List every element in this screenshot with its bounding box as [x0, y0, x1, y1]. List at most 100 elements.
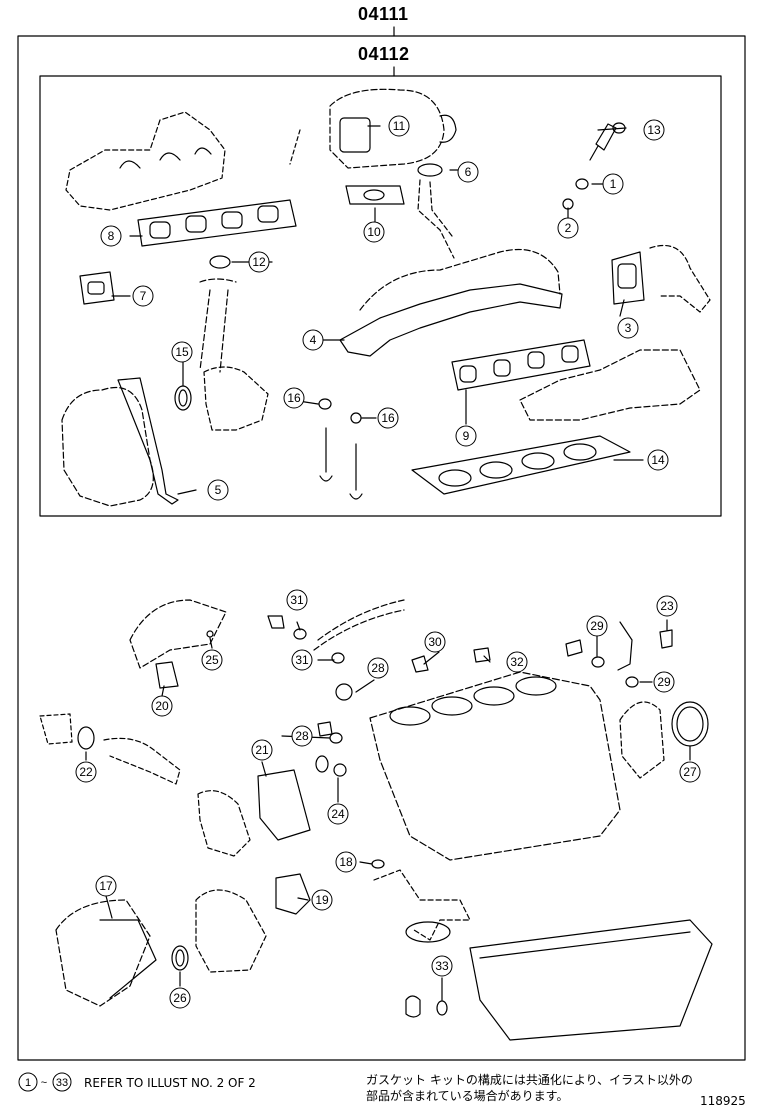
head-gasket-14-sketch — [411, 435, 631, 495]
callout-10: 10 — [363, 221, 385, 243]
jp-note-line2: 部品が含まれている場合があります。 — [366, 1089, 569, 1103]
oil-pickup-sketch — [373, 869, 471, 941]
illustration-number: 118925 — [700, 1094, 746, 1108]
oil-pan-sketch — [469, 919, 713, 1041]
callout-1: 1 — [602, 173, 624, 195]
gasket-10-sketch — [345, 185, 405, 205]
callout-32: 32 — [506, 651, 528, 673]
callout-23: 23 — [656, 595, 678, 617]
svg-text:3: 3 — [625, 321, 632, 335]
callout-5: 5 — [207, 479, 229, 501]
svg-text:26: 26 — [173, 991, 187, 1005]
water-pump-plate-sketch — [195, 889, 267, 973]
callout-4: 4 — [302, 329, 324, 351]
svg-text:32: 32 — [510, 655, 524, 669]
gasket-29a-sketch — [591, 656, 605, 668]
outer-kit-frame — [17, 35, 746, 1061]
svg-text:28: 28 — [371, 661, 385, 675]
intake-cover-sketch — [65, 111, 226, 211]
pipe-31-sketch — [313, 599, 405, 651]
gasket-6-sketch — [417, 163, 443, 177]
pipe-12-sketch — [199, 278, 237, 373]
svg-text:15: 15 — [175, 345, 189, 359]
callout-3: 3 — [617, 317, 639, 339]
lower-timing-cover-17-sketch — [55, 899, 151, 1007]
svg-text:33: 33 — [435, 959, 449, 973]
range-start: 1 — [25, 1077, 31, 1089]
callout-28a: 28 — [367, 657, 389, 679]
callout-30: 30 — [424, 631, 446, 653]
callout-31b: 31 — [291, 649, 313, 671]
inner-kit-code: 04112 — [358, 44, 410, 64]
flange-gasket-7-sketch — [79, 271, 115, 305]
svg-text:29: 29 — [590, 619, 604, 633]
rear-plate-sketch — [203, 366, 269, 431]
range-tilde: ~ — [41, 1077, 47, 1089]
callout-26: 26 — [169, 987, 191, 1009]
svg-text:22: 22 — [79, 765, 93, 779]
svg-text:28: 28 — [295, 729, 309, 743]
callout-24: 24 — [327, 803, 349, 825]
gasket-19-sketch — [275, 873, 311, 915]
callout-19: 19 — [311, 889, 333, 911]
refer-note: REFER TO ILLUST NO. 2 OF 2 — [84, 1076, 256, 1090]
jp-note-line1: ガスケット キットの構成には共通化により、イラスト以外の — [366, 1073, 693, 1087]
seal-1-sketch — [575, 178, 589, 190]
svg-text:1: 1 — [610, 177, 617, 191]
drain-plug-33-sketch — [405, 995, 421, 1018]
callout-15: 15 — [171, 341, 193, 363]
svg-text:7: 7 — [140, 289, 147, 303]
callout-2: 2 — [557, 217, 579, 239]
svg-text:31: 31 — [290, 593, 304, 607]
callout-20: 20 — [151, 695, 173, 717]
callout-16a: 16 — [283, 387, 305, 409]
callout-8: 8 — [100, 225, 122, 247]
callout-21: 21 — [251, 739, 273, 761]
injector-sketch — [589, 123, 617, 161]
svg-text:2: 2 — [565, 221, 572, 235]
svg-text:21: 21 — [255, 743, 269, 757]
gasket-31b-sketch — [331, 652, 345, 664]
svg-text:10: 10 — [367, 225, 381, 239]
timing-gasket-5-sketch — [117, 377, 179, 505]
svg-text:19: 19 — [315, 893, 329, 907]
callout-31a: 31 — [286, 589, 308, 611]
callout-9: 9 — [455, 425, 477, 447]
callout-27: 27 — [679, 761, 701, 783]
svg-text:17: 17 — [99, 879, 113, 893]
callout-28b: 28 — [291, 725, 313, 747]
svg-text:16: 16 — [287, 391, 301, 405]
oil-seal-26-sketch — [171, 945, 189, 971]
plug-23-sketch — [659, 629, 673, 649]
svg-text:27: 27 — [683, 765, 697, 779]
callout-14: 14 — [647, 449, 669, 471]
svg-text:25: 25 — [205, 653, 219, 667]
cylinder-block-sketch — [369, 671, 621, 861]
svg-text:31: 31 — [295, 653, 309, 667]
water-pump-gasket-21-sketch — [257, 769, 311, 841]
svg-text:9: 9 — [463, 429, 470, 443]
range-end: 33 — [56, 1077, 68, 1089]
gasket-29b-sketch — [625, 676, 639, 688]
callout-33: 33 — [431, 955, 453, 977]
callout-25: 25 — [201, 649, 223, 671]
svg-text:30: 30 — [428, 635, 442, 649]
part-32-sketch — [473, 647, 491, 663]
svg-text:23: 23 — [660, 599, 674, 613]
callout-22: 22 — [75, 761, 97, 783]
svg-text:4: 4 — [310, 333, 317, 347]
valve-seal-16b-sketch — [350, 412, 362, 424]
callout-29a: 29 — [586, 615, 608, 637]
timing-cover-sketch — [61, 386, 154, 507]
svg-text:24: 24 — [331, 807, 345, 821]
callout-13: 13 — [643, 119, 665, 141]
svg-text:6: 6 — [465, 165, 472, 179]
svg-text:20: 20 — [155, 699, 169, 713]
water-outlet-3-sketch — [611, 251, 645, 305]
callout-16b: 16 — [377, 407, 399, 429]
svg-text:8: 8 — [108, 229, 115, 243]
svg-text:14: 14 — [651, 453, 665, 467]
svg-text:16: 16 — [381, 411, 395, 425]
callout-12: 12 — [248, 251, 270, 273]
exhaust-gasket-9-sketch — [451, 339, 591, 391]
